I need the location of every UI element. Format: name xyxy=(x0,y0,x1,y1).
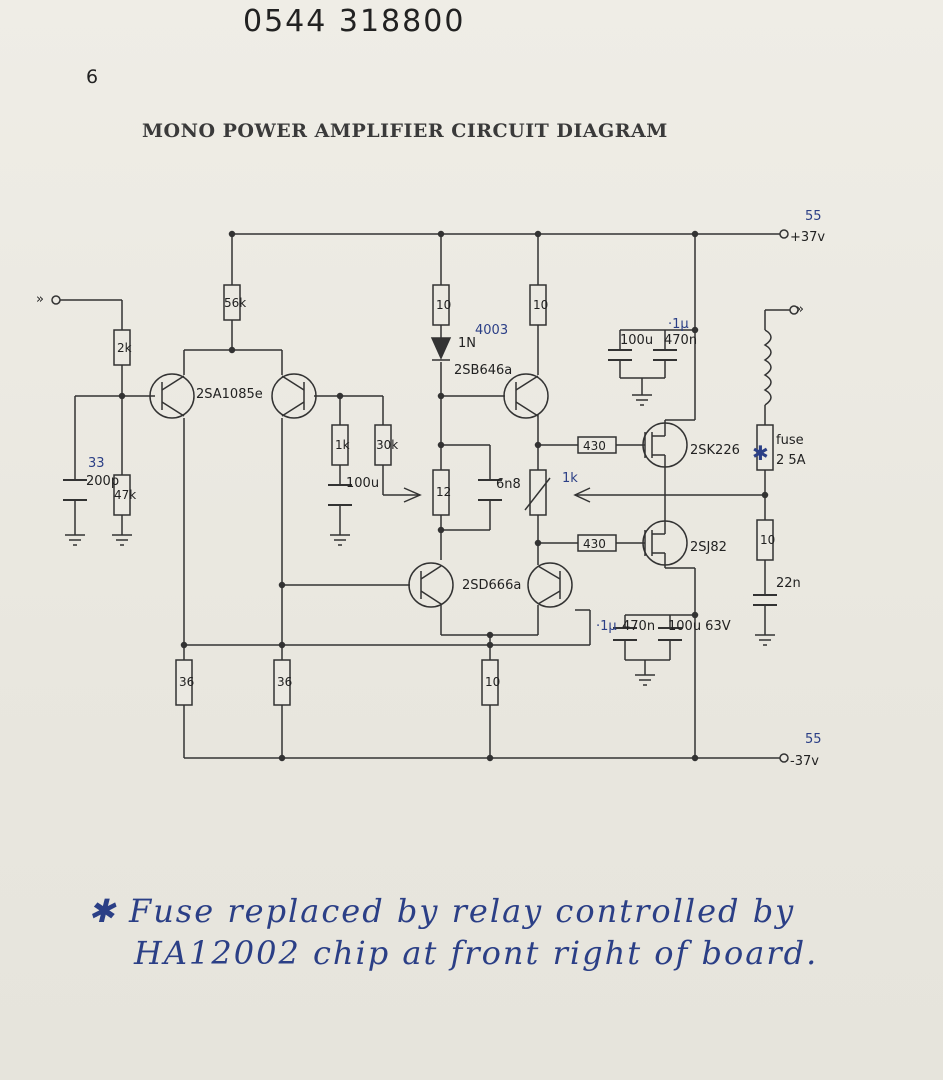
resistors xyxy=(113,284,774,706)
label-preset-annotation: 1k xyxy=(562,471,578,486)
transistor-q2 xyxy=(271,373,317,419)
label-c-bottom-film: 470n xyxy=(622,619,655,634)
label-c-feedback: 100u xyxy=(346,476,379,491)
label-diode: 1N xyxy=(458,336,476,351)
label-fuse-rating: 2 5A xyxy=(776,453,806,468)
terminals xyxy=(51,229,799,763)
label-r-bottom-2: 36 xyxy=(277,675,292,689)
label-r-gate-top: 430 xyxy=(583,439,606,453)
label-c-top-film: 470n xyxy=(664,333,697,348)
label-output-bottom: 2SJ82 xyxy=(690,540,727,555)
input-marker: » xyxy=(36,292,44,307)
component-labels: » » +37v 55 -37v 55 2SA1085e 2SB646a 2SD… xyxy=(36,209,825,769)
label-c-bottom-annotation: ·1µ xyxy=(596,619,617,634)
label-r-zobel: 10 xyxy=(760,533,775,547)
junction-dots xyxy=(118,230,769,762)
positive-rail-correction: 55 xyxy=(805,209,822,224)
label-driver-bottom: 2SD666a xyxy=(462,578,521,593)
page-title: MONO POWER AMPLIFIER CIRCUIT DIAGRAM xyxy=(142,120,668,142)
arrows xyxy=(403,477,591,511)
note-line-1: Fuse replaced by relay controlled by xyxy=(128,892,796,930)
negative-rail-correction: 55 xyxy=(805,732,822,747)
label-r-top-left: 10 xyxy=(436,298,451,312)
transistor-q3 xyxy=(503,373,549,419)
label-r-tail: 56k xyxy=(224,296,246,310)
output-marker: » xyxy=(796,302,804,317)
ground-symbols xyxy=(65,394,775,686)
fuse-mark: ✱ xyxy=(752,441,769,465)
label-c-top-elec: 100u xyxy=(620,333,653,348)
page-number: 6 xyxy=(86,66,99,88)
wires xyxy=(60,233,790,759)
positive-rail-label: +37v xyxy=(790,230,825,245)
label-r-bottom-1: 36 xyxy=(179,675,194,689)
transistor-q4 xyxy=(408,562,454,608)
mosfet-top xyxy=(642,420,688,470)
label-r-bias: 12 xyxy=(436,485,451,499)
label-driver-top: 2SB646a xyxy=(454,363,512,378)
handwritten-note-line-1: ✱ Fuse replaced by relay controlled by xyxy=(88,892,795,930)
mosfet-bottom xyxy=(642,520,688,568)
capacitors xyxy=(63,349,777,641)
handwritten-phone-number: 0544 318800 xyxy=(243,4,466,39)
label-r-top-right: 10 xyxy=(533,298,548,312)
label-c-top-annotation: ·1µ xyxy=(668,317,689,332)
negative-rail-label: -37v xyxy=(790,754,819,769)
note-mark: ✱ xyxy=(88,892,117,930)
transistor-q5 xyxy=(527,562,573,608)
label-fuse: fuse xyxy=(776,433,804,448)
transistor-q1 xyxy=(149,373,195,419)
label-diff-pair: 2SA1085e xyxy=(196,387,263,402)
label-c-bottom-elec: 100u 63V xyxy=(668,619,731,634)
label-r-feedback-1k: 1k xyxy=(335,438,350,452)
label-c-comp: 6n8 xyxy=(496,477,521,492)
transistors xyxy=(149,373,688,608)
label-output-top: 2SK226 xyxy=(690,443,740,458)
label-r-input: 2k xyxy=(117,341,132,355)
label-c-input: 200p xyxy=(86,474,119,489)
label-c-input-annotation: 33 xyxy=(88,456,105,471)
label-r-gate-bottom: 430 xyxy=(583,537,606,551)
output-inductor xyxy=(763,329,772,406)
label-r-input-ground: 47k xyxy=(114,488,136,502)
label-c-zobel: 22n xyxy=(776,576,801,591)
label-r-feedback-30k: 30k xyxy=(376,438,398,452)
label-r-bottom-3: 10 xyxy=(485,675,500,689)
diode xyxy=(430,337,452,361)
label-diode-annotation: 4003 xyxy=(475,323,508,338)
handwritten-note-line-2: HA12002 chip at front right of board. xyxy=(134,934,819,972)
